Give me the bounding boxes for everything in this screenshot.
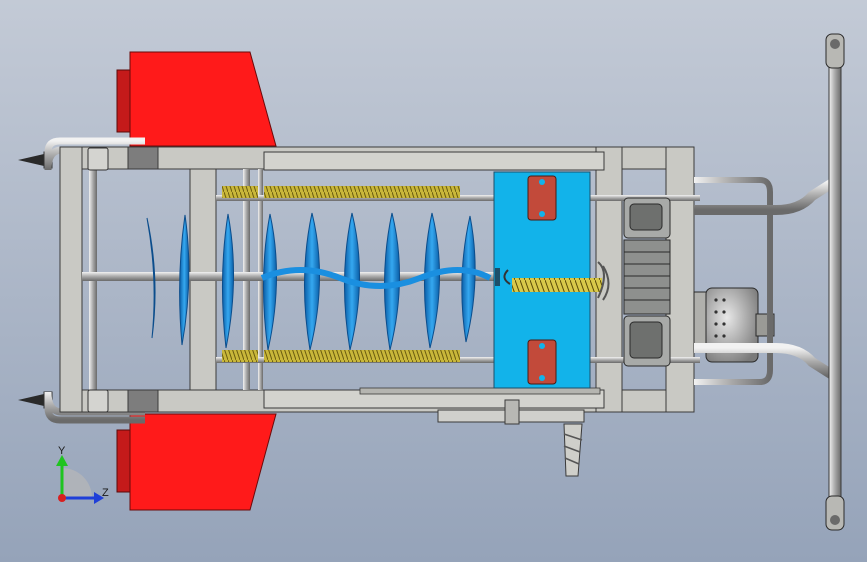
coordinate-triad: Y Z — [56, 445, 109, 504]
auger-shaft — [82, 272, 512, 281]
motor-assembly — [623, 197, 775, 367]
wheel-tire-top — [129, 51, 277, 147]
x-axis-dot — [58, 494, 66, 502]
clamp-bottom — [87, 389, 109, 413]
wheel-top — [116, 51, 277, 147]
crank-handle[interactable] — [437, 399, 585, 477]
spring-bottom-right — [264, 350, 460, 362]
handle-bar[interactable] — [828, 47, 842, 519]
center-spring — [512, 278, 602, 292]
motor-fins — [623, 239, 671, 315]
spring-top-left — [222, 186, 258, 198]
handle-loop-top — [44, 137, 145, 171]
rear-handle[interactable] — [694, 33, 845, 531]
spring-bottom-left — [222, 350, 258, 362]
auger-screw — [146, 212, 492, 351]
z-axis-label: Z — [102, 487, 109, 499]
wheel-bottom — [116, 413, 277, 511]
spring-top-right — [264, 186, 460, 198]
sliding-carriage[interactable] — [493, 171, 610, 389]
clamp-top — [87, 147, 109, 171]
y-axis-label: Y — [58, 445, 66, 457]
bushing-bottom — [527, 339, 557, 385]
wheel-tire-bottom — [129, 413, 277, 511]
bushing-top — [527, 175, 557, 221]
handle-loop-bottom — [44, 391, 145, 424]
